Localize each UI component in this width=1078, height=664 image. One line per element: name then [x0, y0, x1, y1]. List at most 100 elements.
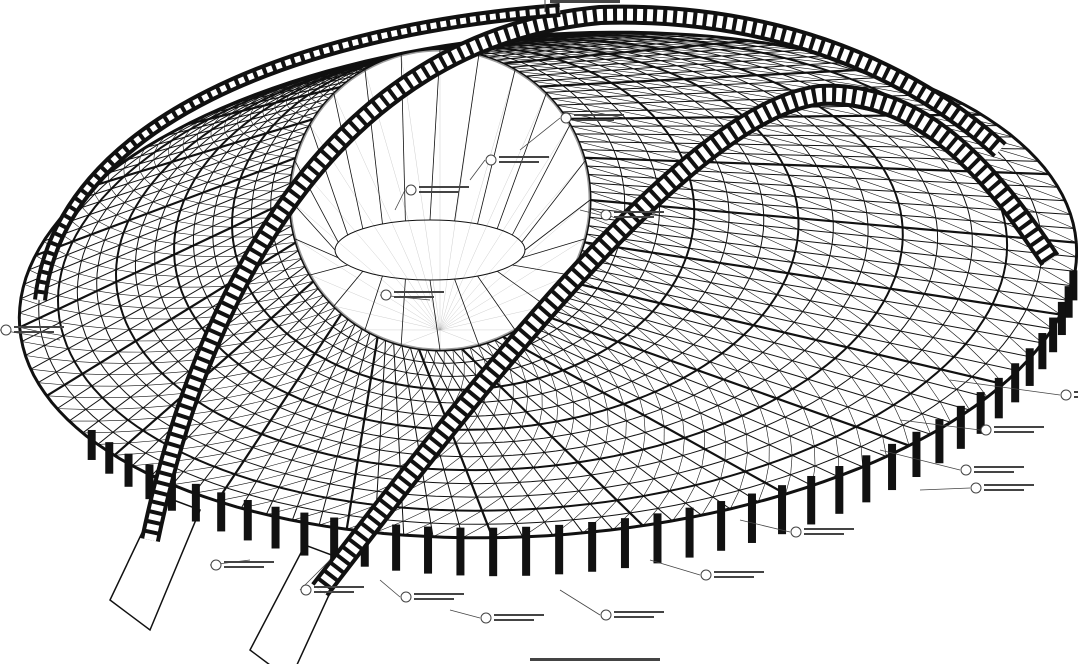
roof-brace [285, 465, 313, 475]
roof-brace [656, 233, 690, 249]
roof-brace [299, 287, 319, 294]
roof-brace [124, 317, 148, 320]
roof-brace [286, 104, 291, 110]
roof-brace [428, 362, 435, 376]
roof-brace [49, 358, 75, 362]
roof-brace [631, 125, 669, 135]
roof-brace [299, 314, 319, 322]
roof-brace [784, 332, 805, 351]
roof-brace [875, 416, 883, 437]
roof-brace [267, 120, 274, 126]
callout-label-line [714, 576, 754, 578]
callout-label-line [804, 533, 844, 535]
roof-brace [264, 393, 289, 401]
roof-brace [628, 466, 639, 484]
roof-brace [226, 152, 237, 157]
roof-brace [829, 255, 862, 273]
roof-brace [683, 377, 694, 396]
roof-brace [155, 274, 178, 277]
roof-brace [451, 483, 472, 498]
roof-brace [194, 223, 213, 227]
cable-line [496, 270, 547, 307]
roof-brace [485, 415, 495, 430]
roof-brace [88, 214, 99, 222]
roof-brace [792, 185, 830, 199]
roof-brace [403, 522, 431, 536]
roof-brace [562, 36, 599, 39]
roof-brace [284, 347, 306, 355]
roof-brace [898, 264, 930, 282]
roof-brace [742, 61, 786, 67]
roof-brace [320, 79, 326, 85]
roof-brace [417, 361, 425, 375]
callout-bubble [980, 424, 992, 436]
roof-brace [703, 335, 723, 354]
roof-brace [570, 125, 607, 135]
roof-brace [860, 189, 899, 204]
roof-brace [909, 361, 927, 382]
roof-brace [98, 419, 129, 422]
roof-brace [660, 443, 665, 462]
roof-brace [237, 123, 240, 129]
roof-brace [672, 86, 711, 94]
roof-brace [143, 405, 172, 409]
roof-brace [219, 108, 230, 117]
roof-brace [525, 381, 529, 397]
roof-brace [60, 322, 83, 327]
roof-brace [956, 389, 970, 411]
roof-brace [276, 112, 282, 118]
roof-rib [502, 39, 750, 65]
roof-brace [608, 370, 619, 388]
roof-brace [717, 405, 724, 424]
roof-brace [165, 206, 181, 211]
roof-brace [643, 50, 682, 54]
roof-brace [994, 148, 1039, 162]
roof-brace [792, 262, 823, 279]
roof-brace [71, 220, 81, 229]
roof-brace [259, 141, 272, 146]
roof-brace [395, 372, 407, 385]
roof-brace [338, 83, 342, 87]
roof-brace [185, 173, 196, 179]
roof-brace [99, 201, 107, 209]
roof-brace [737, 298, 763, 316]
roof-brace [228, 413, 255, 420]
roof-brace [430, 510, 456, 524]
roof-brace [533, 452, 545, 468]
roof-brace [550, 98, 584, 105]
roof-brace [168, 140, 172, 149]
roof-brace [63, 335, 87, 339]
roof-brace [337, 76, 341, 81]
roof-brace [571, 316, 592, 333]
roof-brace [503, 413, 511, 429]
roof-brace [614, 454, 623, 472]
roof-brace [825, 328, 848, 348]
roof-brace [117, 257, 136, 262]
roof-brace [901, 214, 938, 231]
roof-brace [814, 125, 857, 137]
roof-brace [98, 303, 121, 307]
roof-brace [289, 273, 310, 279]
roof-brace [318, 88, 320, 93]
roof-brace [683, 93, 723, 101]
roof-brace [603, 96, 640, 104]
roof-brace [298, 101, 304, 106]
roof-brace [263, 115, 268, 121]
roof-brace [682, 437, 685, 456]
roof-brace [562, 349, 576, 366]
roof-brace [749, 388, 760, 408]
roof-brace [359, 435, 381, 447]
facade-column [87, 429, 96, 460]
roof-brace [908, 157, 950, 171]
roof-brace [198, 146, 204, 153]
roof-brace [502, 482, 520, 497]
roof-brace [642, 508, 659, 526]
roof-brace [730, 308, 754, 326]
roof-brace [546, 74, 578, 79]
roof-brace [380, 411, 398, 423]
facade-column [747, 493, 756, 543]
roof-brace [701, 448, 705, 468]
roof-brace [557, 45, 590, 47]
roof-brace [531, 343, 544, 360]
roof-brace [648, 261, 678, 277]
